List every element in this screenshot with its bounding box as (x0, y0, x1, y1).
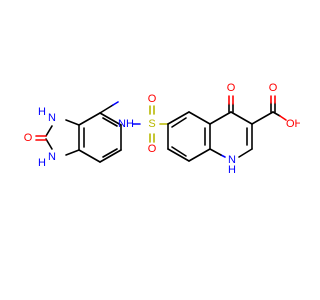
bond (251, 111, 274, 125)
atom-label-o-acid: O (269, 82, 278, 94)
bond (99, 104, 114, 114)
bond (272, 111, 281, 117)
bond (167, 148, 190, 162)
bond (279, 115, 287, 121)
atom-label-n-quinoline: N (228, 154, 236, 166)
double-bond-inner (171, 117, 187, 128)
bond (65, 119, 80, 126)
atom-label-n-bottom: N (48, 151, 56, 163)
bond (167, 111, 190, 125)
molecule-structure: O H N H N NH S O O O O OH H N (24, 82, 300, 176)
imidazolone-ring (35, 119, 80, 156)
bond (188, 111, 211, 125)
atom-label-n-top: N (48, 112, 56, 124)
bond (230, 111, 253, 125)
bond (45, 138, 53, 150)
quinolone-benzene-ring (167, 111, 211, 162)
bond (99, 149, 122, 163)
atom-label-s: S (148, 118, 155, 130)
bond (45, 125, 53, 137)
bond (209, 148, 222, 156)
atom-labels: O H N H N NH S O O O O OH H N (24, 82, 300, 176)
bond (78, 149, 101, 163)
benzimidazolone-benzene-ring (78, 112, 122, 163)
atom-label-oh-acid: OH (286, 118, 300, 130)
atom-label-h-top: H (38, 106, 46, 118)
atom-label-o-ketone: O (227, 82, 236, 94)
atom-label-o-carbonyl: O (24, 132, 33, 144)
double-bond-inner (102, 117, 118, 127)
atom-label-o-sulfonyl-bottom: O (148, 143, 157, 155)
bond (209, 111, 232, 125)
bond (112, 101, 119, 106)
atom-label-o-sulfonyl-top: O (148, 93, 157, 105)
double-bond-inner (171, 146, 187, 157)
bond (238, 148, 253, 158)
bond (65, 149, 80, 156)
double-bond-inner (102, 148, 118, 158)
bond (99, 112, 122, 126)
sulfonamide-linker (99, 101, 169, 143)
quinolone-pyridone-ring (209, 95, 253, 158)
atom-label-h-quinoline: H (228, 164, 236, 176)
bond (188, 148, 211, 162)
atom-label-h-bottom: H (38, 157, 46, 169)
atom-label-nh-sulfonamide: NH (118, 118, 134, 130)
bond (78, 112, 101, 126)
carboxylic-acid-group (251, 95, 287, 125)
structure-svg: O H N H N NH S O O O O OH H N (24, 82, 300, 176)
